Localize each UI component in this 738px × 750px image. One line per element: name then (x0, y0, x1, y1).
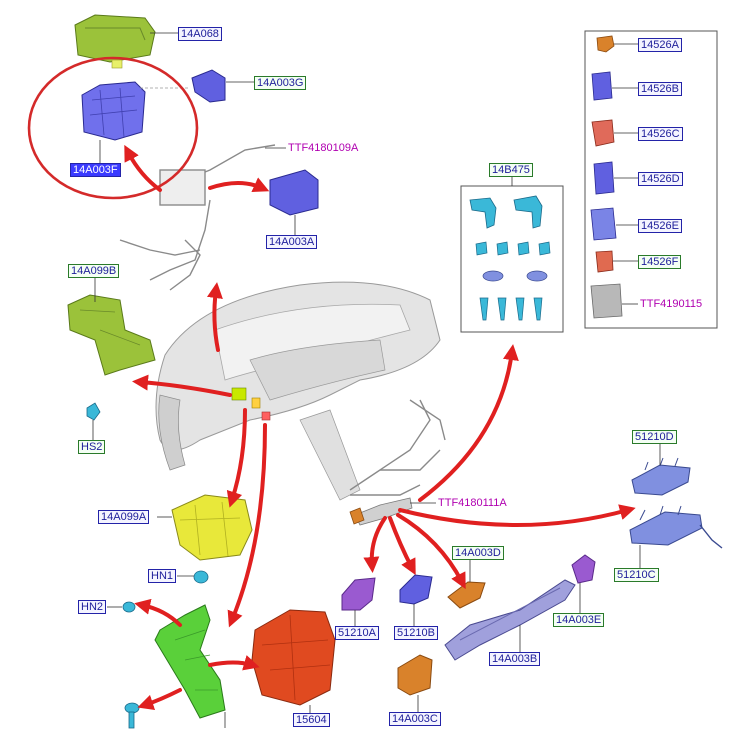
label-14526C: 14526C (638, 127, 683, 141)
arrow-to-HN2 (134, 598, 182, 627)
leader-lines (92, 32, 661, 728)
part-14A003G (191, 69, 226, 103)
part-HN1 (193, 570, 209, 584)
part-14A003D (447, 581, 486, 609)
label-14A068: 14A068 (178, 27, 222, 41)
part-14A099A (171, 494, 253, 561)
label-51210B: 51210B (394, 626, 438, 640)
label-14526D: 14526D (638, 172, 683, 186)
arrow-to-51210C (398, 504, 636, 527)
kit-14B475-box (460, 185, 564, 333)
label-51210C: 51210C (614, 568, 659, 582)
arrow-to-14A099B (132, 374, 232, 397)
part-51210C (629, 505, 723, 549)
label-15604: 15604 (293, 713, 330, 727)
arrow-to-14A003A (208, 177, 270, 192)
label-HN2: HN2 (78, 600, 107, 614)
label-51210A: 51210A (335, 626, 379, 640)
arrow-to-14A003F (124, 144, 162, 192)
part-bracket-green (154, 604, 226, 719)
label-14526E: 14526E (638, 219, 682, 233)
label-14A003C: 14A003C (389, 712, 441, 726)
label-TTF4180109A: TTF4180109A (288, 142, 359, 154)
arrow-to-14A003D (396, 513, 466, 590)
label-14A003G: 14A003G (254, 76, 307, 90)
part-HS2 (86, 402, 101, 421)
label-TTF4190115: TTF4190115 (640, 298, 703, 310)
part-14A068 (74, 14, 156, 69)
dashboard-assembly (155, 281, 441, 501)
arrow-to-bolt (137, 688, 182, 711)
label-14A003A: 14A003A (266, 235, 318, 249)
part-connector-cluster (349, 497, 413, 526)
part-15604 (251, 609, 336, 706)
arrow-to-14B475 (418, 344, 519, 502)
arrow-to-15604-side (208, 655, 260, 671)
upper-harness (119, 144, 276, 291)
label-51210D: 51210D (632, 430, 677, 444)
part-14A003C (397, 654, 433, 696)
label-14A003D: 14A003D (452, 546, 504, 560)
part-51210A (341, 577, 376, 611)
label-14A003B: 14A003B (489, 652, 541, 666)
label-14526B: 14526B (638, 82, 682, 96)
arrow-to-15604 (227, 423, 267, 628)
part-HN2 (122, 601, 136, 613)
part-51210D (631, 457, 691, 496)
highlight-circle (27, 56, 199, 200)
arrow-to-51210A (363, 516, 387, 573)
label-14A003F: 14A003F (70, 163, 121, 177)
arrow-to-14A099A (226, 408, 247, 508)
label-14A099A: 14A099A (98, 510, 150, 524)
label-HN1: HN1 (148, 569, 177, 583)
part-bolt (124, 702, 140, 729)
label-TTF4180111A: TTF4180111A (438, 497, 507, 509)
red-arrows (124, 144, 636, 711)
label-14B475: 14B475 (489, 163, 533, 177)
label-14A099B: 14A099B (68, 264, 120, 278)
part-14A003F (81, 81, 190, 141)
label-14A003E: 14A003E (553, 613, 605, 627)
arrow-up-harness (207, 282, 223, 352)
lower-harness (349, 399, 446, 496)
part-14A003B (444, 579, 576, 661)
label-14526F: 14526F (638, 255, 682, 269)
label-14526A: 14526A (638, 38, 682, 52)
arrow-to-51210B (388, 516, 416, 576)
part-14A099B (67, 294, 156, 376)
part-14A003A (269, 169, 319, 216)
part-14A003E (571, 554, 596, 584)
label-HS2: HS2 (78, 440, 106, 454)
part-51210B (399, 574, 433, 605)
